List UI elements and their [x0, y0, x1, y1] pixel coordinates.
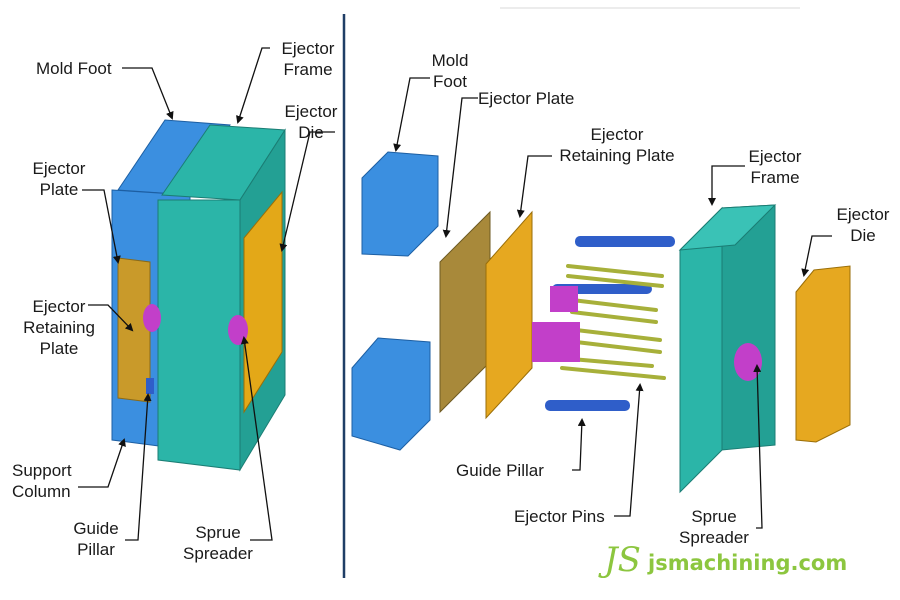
- exploded-frame-top: [678, 204, 777, 251]
- leader-x-ejector-plate: [442, 97, 478, 238]
- leader-x-retaining-plate: [516, 155, 552, 218]
- assembled-guide-pillar: [146, 378, 154, 394]
- label-x-retaining-plate: Ejector Retaining Plate: [559, 125, 675, 165]
- label-ejector-plate: Ejector Plate: [32, 159, 86, 199]
- leader-guide-pillar: [125, 393, 152, 541]
- leader-sprue-spreader: [240, 336, 273, 541]
- assembled-mold: [111, 119, 286, 472]
- exploded-mold: [351, 151, 851, 494]
- leader-x-ejector-die: [801, 235, 832, 277]
- leader-x-guide-pillar: [572, 418, 586, 471]
- label-x-mold-foot: Mold Foot: [431, 51, 469, 91]
- leader-x-mold-foot: [393, 77, 430, 152]
- exploded-retaining-plate: [485, 210, 533, 420]
- leader-ejector-plate: [82, 189, 121, 264]
- exploded-mold-foot-top: [361, 151, 439, 257]
- label-x-ejector-die: Ejector Die: [836, 205, 890, 245]
- leader-retaining-plate: [88, 304, 134, 332]
- label-ejector-die: Ejector Die: [284, 102, 338, 142]
- label-mold-foot: Mold Foot: [36, 59, 112, 78]
- leader-support-column: [78, 438, 126, 488]
- label-x-ejector-pins: Ejector Pins: [514, 507, 605, 526]
- brand-logo-icon: JS: [604, 540, 641, 580]
- exploded-guide-pillar-bottom: [545, 400, 630, 411]
- label-x-ejector-plate: Ejector Plate: [478, 89, 575, 108]
- label-x-ejector-frame: Ejector Frame: [748, 147, 802, 187]
- assembled-sprue-left: [143, 304, 161, 332]
- label-ejector-retaining-plate: Ejector Retaining Plate: [23, 297, 95, 358]
- brand-watermark: JS jsmachining.com: [604, 540, 874, 584]
- leader-ejector-frame: [236, 47, 270, 124]
- exploded-ejector-pins: [558, 264, 666, 380]
- exploded-sprue-a: [550, 286, 578, 312]
- label-x-sprue-spreader: Sprue Spreader: [679, 507, 749, 547]
- leader-ejector-die: [279, 131, 335, 252]
- label-guide-pillar: Guide Pillar: [73, 519, 119, 559]
- label-ejector-frame: Ejector Frame: [281, 39, 335, 79]
- label-x-guide-pillar: Guide Pillar: [456, 461, 544, 480]
- leader-x-ejector-pins: [614, 383, 644, 517]
- label-support-column: Support Column: [12, 461, 72, 501]
- assembled-leaders: [78, 47, 335, 541]
- exploded-leaders: [393, 77, 832, 529]
- exploded-guide-pillar-top: [575, 236, 675, 247]
- exploded-frame-front: [679, 206, 723, 494]
- brand-url: jsmachining.com: [648, 551, 848, 575]
- label-sprue-spreader: Sprue Spreader: [183, 523, 253, 563]
- assembled-ejector-die: [243, 190, 283, 414]
- leader-x-ejector-frame: [708, 165, 745, 206]
- leader-mold-foot: [122, 67, 174, 120]
- exploded-mold-foot-bottom: [351, 337, 431, 451]
- exploded-ejector-plate: [439, 210, 491, 414]
- exploded-sprue-b: [532, 322, 580, 362]
- leader-x-sprue-spreader: [753, 364, 763, 529]
- exploded-ejector-die: [795, 265, 851, 443]
- assembled-ejector-plate: [117, 257, 151, 403]
- assembled-frame-front: [157, 199, 241, 471]
